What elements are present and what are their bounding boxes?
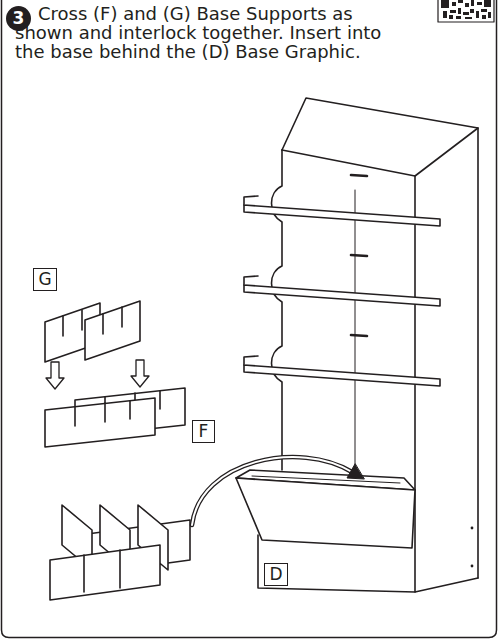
part-letter: D: [264, 563, 288, 586]
node-text: G: [38, 271, 51, 288]
part-letter: G: [33, 268, 57, 291]
part-letter: F: [192, 420, 215, 443]
node-text: F: [199, 423, 209, 440]
instruction-text: Cross (F) and (G) Base Supports as shown…: [15, 4, 410, 61]
node-text: D: [269, 566, 282, 583]
